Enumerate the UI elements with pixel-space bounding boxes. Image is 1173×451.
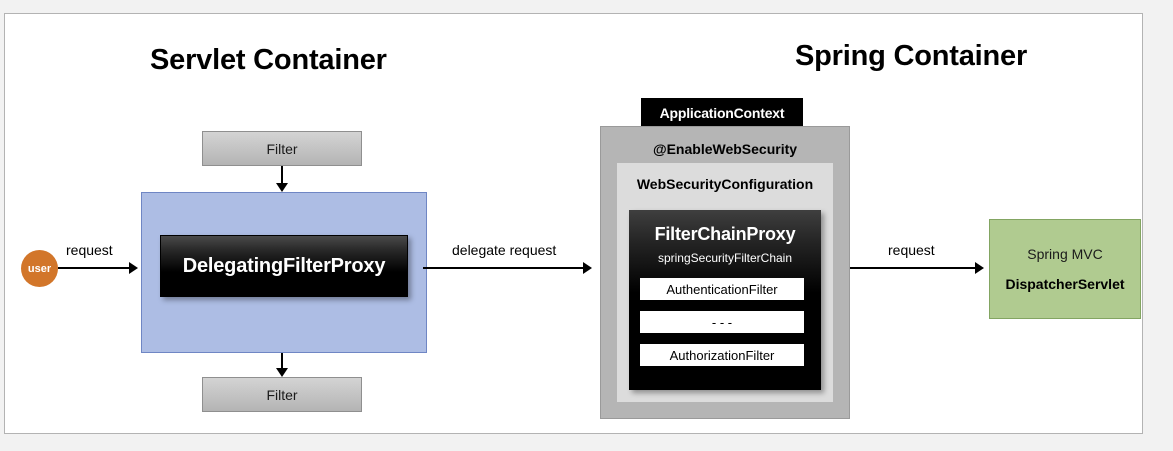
spring-mvc-label: Spring MVC [1027,246,1103,262]
arrow-proxy-to-filterchain [423,267,583,269]
arrow-label-request-in: request [66,242,113,258]
arrow-filter-top-to-proxy [281,166,283,184]
enable-web-security-label: @EnableWebSecurity [652,141,798,157]
arrow-user-to-proxy [58,267,130,269]
filter-chain-proxy-title: FilterChainProxy [654,224,796,244]
arrow-proxy-to-filter-bottom-head [276,368,288,377]
user-node-label: user [27,262,52,275]
arrow-filterchain-to-mvc-head [975,262,984,274]
arrow-filter-top-to-proxy-head [276,183,288,192]
filter-chain-proxy-box: FilterChainProxy springSecurityFilterCha… [629,210,821,390]
arrow-filterchain-to-mvc [850,267,975,269]
spring-container-title: Spring Container [795,40,1028,72]
filter-chain-item-authorization: AuthorizationFilter [640,344,804,366]
arrow-user-to-proxy-head [129,262,138,274]
arrow-proxy-to-filterchain-head [583,262,592,274]
diagram-frame: Servlet Container Spring Container Filte… [4,13,1143,434]
application-context-tab: ApplicationContext [641,98,803,127]
arrow-proxy-to-filter-bottom [281,353,283,369]
servlet-container-title: Servlet Container [150,44,387,76]
filter-chain-proxy-subtitle: springSecurityFilterChain [657,251,793,265]
arrow-label-delegate-request: delegate request [452,242,557,258]
dispatcher-servlet-label: DispatcherServlet [1005,276,1125,292]
arrow-label-request-out: request [888,242,935,258]
user-node: user [21,250,58,287]
web-security-configuration-label: WebSecurityConfiguration [636,176,814,192]
filter-chain-item-authentication: AuthenticationFilter [640,278,804,300]
spring-mvc-box: Spring MVC DispatcherServlet [989,219,1141,319]
filter-chain-item-ellipsis: - - - [640,311,804,333]
delegating-filter-proxy-box: DelegatingFilterProxy [160,235,408,297]
servlet-filter-top: Filter [202,131,362,166]
servlet-filter-bottom: Filter [202,377,362,412]
